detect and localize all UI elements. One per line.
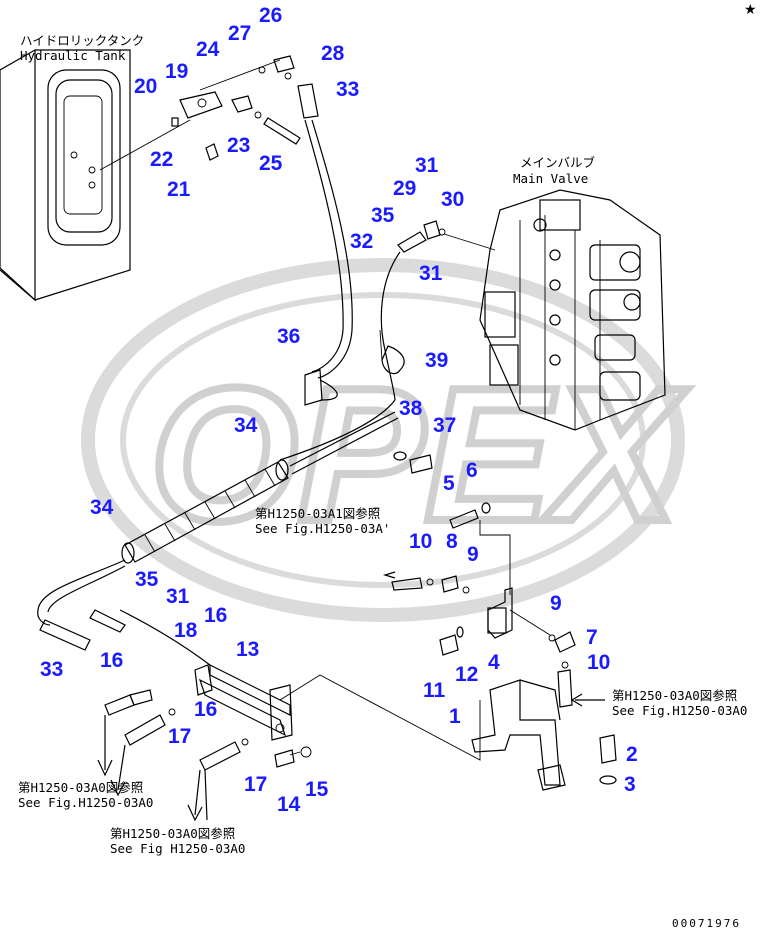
ref-a1-jp: 第H1250-03A1図参照 bbox=[255, 506, 380, 521]
callout-39: 39 bbox=[425, 349, 448, 372]
callout-8: 8 bbox=[446, 530, 458, 553]
callout-15: 15 bbox=[305, 778, 329, 801]
callout-18: 18 bbox=[174, 619, 198, 642]
callout-31-b: 31 bbox=[419, 262, 443, 285]
callout-11: 11 bbox=[423, 679, 446, 702]
watermark-logo: OPEX bbox=[81, 258, 692, 622]
watermark-text: OPEX bbox=[150, 349, 688, 561]
callout-4: 4 bbox=[488, 651, 500, 674]
callout-1: 1 bbox=[449, 705, 461, 728]
callout-16-c: 16 bbox=[194, 698, 217, 721]
callout-37: 37 bbox=[433, 414, 456, 437]
callout-35-a: 35 bbox=[371, 204, 395, 227]
callouts: 26 27 28 24 19 20 33 23 22 25 21 31 29 3… bbox=[40, 4, 638, 816]
callout-16-b: 16 bbox=[100, 649, 123, 672]
callout-33-b: 33 bbox=[40, 658, 63, 681]
hydraulic-tank bbox=[0, 48, 131, 302]
ref-a0-left-en: See Fig.H1250-03A0 bbox=[18, 795, 153, 810]
callout-27: 27 bbox=[228, 22, 251, 45]
fitting-35-lower bbox=[89, 609, 126, 633]
callout-6: 6 bbox=[466, 459, 478, 482]
callout-29: 29 bbox=[393, 177, 416, 200]
hose-32 bbox=[311, 119, 353, 379]
reference-arrows bbox=[97, 715, 208, 822]
ref-a0-left-jp: 第H1250-03A0図参照 bbox=[18, 780, 143, 795]
callout-17-b: 17 bbox=[244, 773, 267, 796]
callout-10-a: 10 bbox=[409, 530, 432, 553]
callout-35-b: 35 bbox=[135, 568, 159, 591]
callout-5: 5 bbox=[443, 472, 455, 495]
ref-a1-en: See Fig.H1250-03A' bbox=[255, 521, 390, 536]
callout-38: 38 bbox=[399, 397, 423, 420]
tank-fittings bbox=[99, 55, 319, 171]
callout-22: 22 bbox=[150, 148, 173, 171]
callout-24: 24 bbox=[196, 38, 220, 61]
callout-17-a: 17 bbox=[168, 725, 191, 748]
callout-28: 28 bbox=[321, 42, 345, 65]
hydraulic-tank-label-jp: ハイドロリックタンク bbox=[20, 33, 144, 48]
callout-25: 25 bbox=[259, 152, 283, 175]
callout-31-c: 31 bbox=[166, 585, 190, 608]
bracket-13 bbox=[194, 664, 293, 741]
fitting-33-lower bbox=[39, 619, 91, 651]
callout-14: 14 bbox=[277, 793, 301, 816]
main-valve-label-en: Main Valve bbox=[513, 171, 588, 186]
corner-star: ★ bbox=[744, 2, 757, 18]
callout-34-b: 34 bbox=[90, 496, 114, 519]
callout-30: 30 bbox=[441, 188, 464, 211]
callout-9-b: 9 bbox=[550, 592, 562, 615]
callout-23: 23 bbox=[227, 134, 250, 157]
callout-31-a: 31 bbox=[415, 154, 439, 177]
callout-9-a: 9 bbox=[467, 543, 479, 566]
valve-fittings bbox=[379, 220, 496, 401]
hydraulic-tank-label-en: Hydraulic Tank bbox=[20, 48, 126, 63]
callout-16-a: 16 bbox=[204, 604, 227, 627]
main-valve-label-jp: メインバルブ bbox=[520, 155, 596, 170]
lower-connectors bbox=[104, 689, 312, 771]
callout-32: 32 bbox=[350, 230, 373, 253]
callout-26: 26 bbox=[259, 4, 282, 27]
callout-34-a: 34 bbox=[234, 414, 258, 437]
block-4 bbox=[487, 587, 513, 639]
callout-13: 13 bbox=[236, 638, 259, 661]
main-valve bbox=[479, 189, 666, 431]
callout-3: 3 bbox=[624, 773, 636, 796]
clamp-39 bbox=[381, 345, 405, 375]
callout-2: 2 bbox=[626, 743, 638, 766]
ref-a0-right-en: See Fig.H1250-03A0 bbox=[612, 703, 747, 718]
small-parts bbox=[391, 451, 617, 785]
callout-36: 36 bbox=[277, 325, 300, 348]
hose-31-upper bbox=[380, 251, 401, 401]
bracket-1 bbox=[471, 679, 566, 791]
ref-a0-right-jp: 第H1250-03A0図参照 bbox=[612, 688, 737, 703]
callout-33-top: 33 bbox=[336, 78, 359, 101]
callout-10-b: 10 bbox=[587, 651, 610, 674]
drawing-number: 00071976 bbox=[672, 917, 741, 930]
callout-19: 19 bbox=[165, 60, 188, 83]
callout-7: 7 bbox=[586, 626, 598, 649]
ref-a0-bottom-en: See Fig H1250-03A0 bbox=[110, 841, 245, 856]
ref-a0-bottom-jp: 第H1250-03A0図参照 bbox=[110, 826, 235, 841]
callout-12: 12 bbox=[455, 663, 478, 686]
protector-34 bbox=[121, 411, 399, 564]
callout-21: 21 bbox=[167, 178, 191, 201]
callout-20: 20 bbox=[134, 75, 157, 98]
